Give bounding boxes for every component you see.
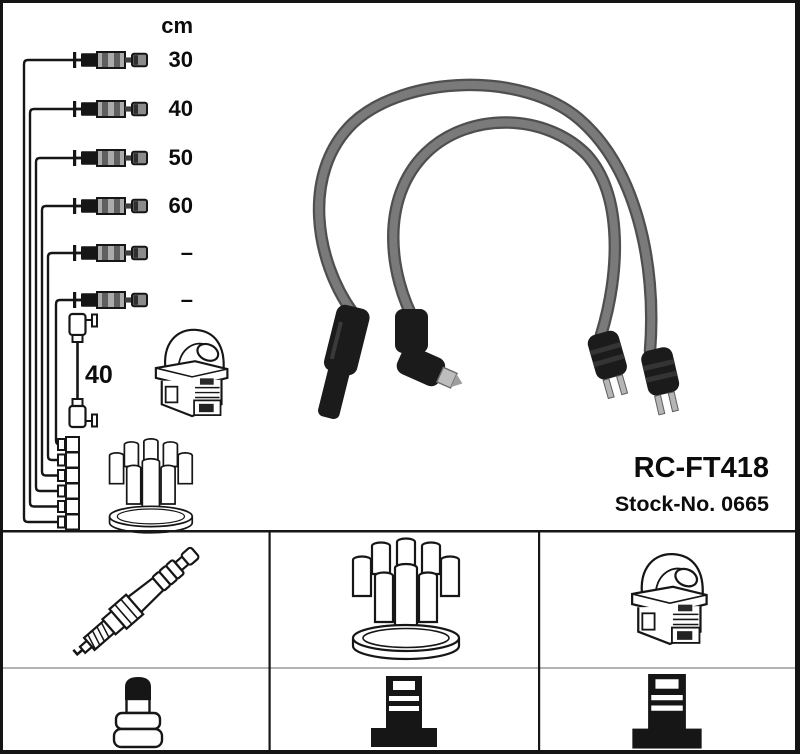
lead-set-photo <box>312 78 680 420</box>
diagram-canvas <box>3 51 795 750</box>
coil-wire-icon <box>68 312 98 429</box>
stock-number: Stock-No. 0665 <box>614 492 769 516</box>
distributor-cap-cell-icon <box>351 537 461 661</box>
distributor-terminal-icon-2 <box>632 674 702 749</box>
ignition-coil-icon <box>154 328 229 418</box>
cable-connector-icons <box>72 51 148 309</box>
part-number: RC-FT418 <box>633 452 769 484</box>
length-label-6: – <box>180 287 193 312</box>
length-label-4: 60 <box>168 193 193 218</box>
terminal-connector-a <box>587 330 629 400</box>
length-label-5: – <box>180 240 193 265</box>
length-label-1: 30 <box>168 47 193 72</box>
grid-lines <box>3 530 795 750</box>
distributor-terminal-icon <box>371 676 437 747</box>
terminal-connector-b <box>641 347 680 416</box>
length-schematic <box>22 58 74 524</box>
unit-header: cm <box>161 13 193 38</box>
product-info: RC-FT418 Stock-No. 0665 <box>615 452 769 517</box>
coil-wire-length-label: 40 <box>85 361 113 389</box>
elbow-boot <box>395 309 463 389</box>
ignition-coil-cell-icon <box>631 552 708 646</box>
spark-plug-icon <box>72 546 200 657</box>
length-label-2: 40 <box>168 96 193 121</box>
straight-boot <box>318 304 370 420</box>
terminal-box-stack <box>57 436 80 531</box>
distributor-cap-icon <box>108 437 194 534</box>
length-label-3: 50 <box>168 145 193 170</box>
plug-boot-icon <box>112 677 164 749</box>
